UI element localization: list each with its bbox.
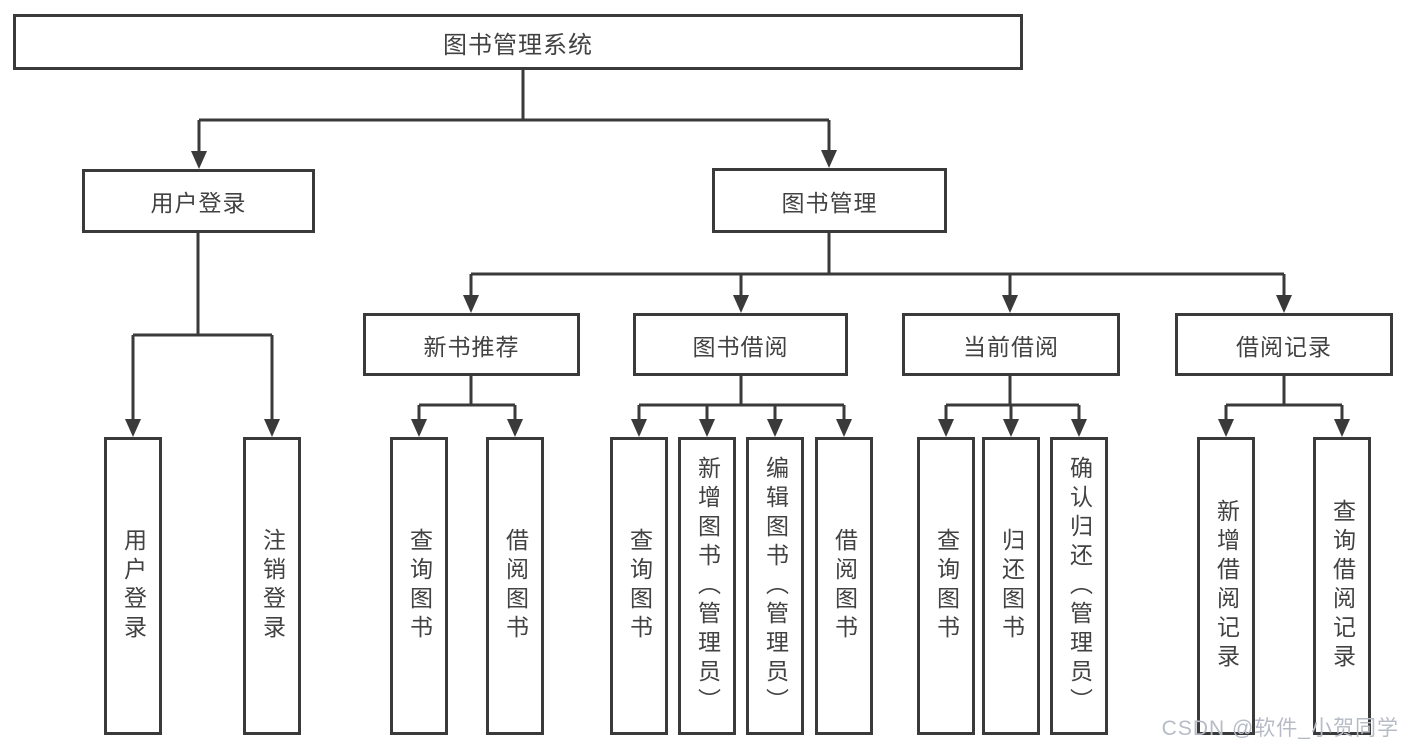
leaf-query-borrow-record: 查询借阅记录 xyxy=(1313,437,1371,735)
leaf-edit-books-admin: 编辑图书（管理员） xyxy=(746,437,804,735)
leaf-edit-books-admin-label: 编辑图书（管理员） xyxy=(762,455,789,717)
edge-current-borrow xyxy=(944,376,1081,420)
leaf-recommend-borrow-books-label: 借阅图书 xyxy=(502,528,529,644)
edge-user-login xyxy=(131,233,274,420)
leaf-add-borrow-record-label: 新增借阅记录 xyxy=(1213,499,1240,673)
leaf-borrow-borrow-books-label: 借阅图书 xyxy=(831,528,858,644)
arrowheads xyxy=(125,150,1350,437)
node-current-borrow-label: 当前借阅 xyxy=(963,333,1059,360)
node-new-book-recommend-label: 新书推荐 xyxy=(423,333,520,360)
node-book-borrow: 图书借阅 xyxy=(633,313,848,376)
csdn-watermark: CSDN @软件_小贺同学 xyxy=(1161,717,1399,740)
leaf-logout: 注销登录 xyxy=(243,437,301,735)
leaf-current-query-books-label: 查询图书 xyxy=(933,528,960,644)
leaf-recommend-query-books: 查询图书 xyxy=(390,437,448,735)
node-borrow-records: 借阅记录 xyxy=(1175,313,1393,376)
leaf-confirm-return-admin: 确认归还（管理员） xyxy=(1050,437,1108,735)
leaf-add-borrow-record: 新增借阅记录 xyxy=(1197,437,1255,735)
leaf-recommend-query-books-label: 查询图书 xyxy=(406,528,433,644)
edge-borrow-records xyxy=(1224,376,1344,420)
node-borrow-records-label: 借阅记录 xyxy=(1236,333,1332,360)
node-user-login-label: 用户登录 xyxy=(150,190,247,216)
node-user-login: 用户登录 xyxy=(82,169,315,233)
leaf-borrow-query-books: 查询图书 xyxy=(610,437,668,735)
edge-root xyxy=(197,70,831,152)
node-new-book-recommend: 新书推荐 xyxy=(363,313,580,376)
leaf-current-query-books: 查询图书 xyxy=(917,437,975,735)
leaf-confirm-return-admin-label: 确认归还（管理员） xyxy=(1066,455,1093,717)
leaf-logout-label: 注销登录 xyxy=(259,528,286,644)
leaf-recommend-borrow-books: 借阅图书 xyxy=(486,437,544,735)
node-root-label: 图书管理系统 xyxy=(443,31,593,59)
leaf-return-books: 归还图书 xyxy=(982,437,1040,735)
node-book-management-label: 图书管理 xyxy=(781,189,878,216)
leaf-query-borrow-record-label: 查询借阅记录 xyxy=(1329,499,1356,673)
leaf-user-login: 用户登录 xyxy=(104,437,162,735)
leaf-return-books-label: 归还图书 xyxy=(998,528,1025,644)
node-current-borrow: 当前借阅 xyxy=(902,313,1120,376)
node-book-borrow-label: 图书借阅 xyxy=(692,333,789,360)
leaf-borrow-borrow-books: 借阅图书 xyxy=(815,437,873,735)
node-root: 图书管理系统 xyxy=(13,14,1023,70)
leaf-add-books-admin: 新增图书（管理员） xyxy=(678,437,736,735)
edge-new-book-recommend xyxy=(417,376,517,420)
edge-book-borrow xyxy=(637,376,846,420)
leaf-user-login-label: 用户登录 xyxy=(120,528,147,644)
leaf-borrow-query-books-label: 查询图书 xyxy=(626,528,653,644)
node-book-management: 图书管理 xyxy=(712,168,947,233)
leaf-add-books-admin-label: 新增图书（管理员） xyxy=(694,455,721,717)
edge-book-management xyxy=(469,233,1286,296)
